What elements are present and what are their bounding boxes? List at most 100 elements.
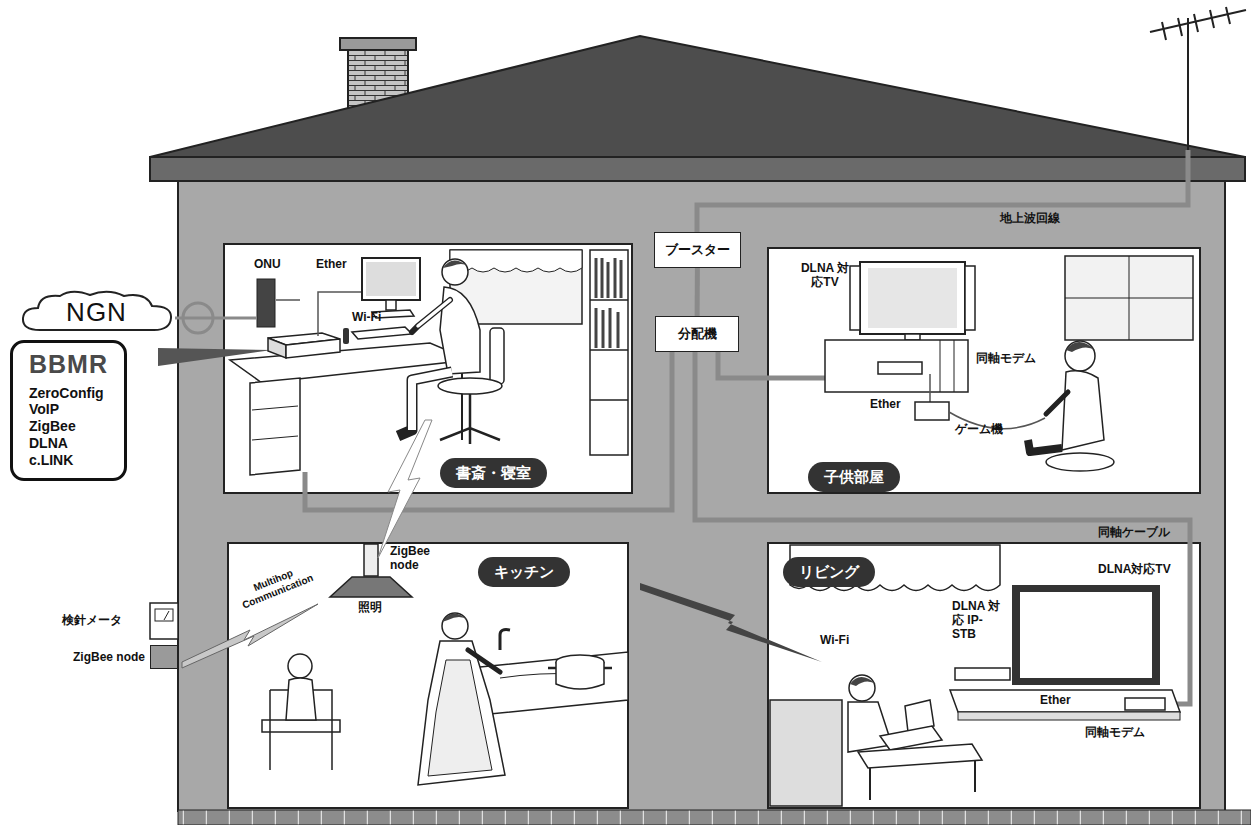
cables <box>183 303 213 333</box>
person-at-desk <box>398 259 504 444</box>
roof <box>150 157 1245 181</box>
device-label: Wi-Fi <box>820 634 849 648</box>
lamp <box>364 544 378 576</box>
antenna <box>1150 7 1246 150</box>
house-wall <box>178 181 1225 811</box>
device-label: Wi-Fi <box>352 311 381 325</box>
roof <box>150 36 1245 157</box>
child-room-furniture <box>915 402 949 420</box>
device-label: 同軸モデム <box>976 352 1036 366</box>
meter <box>164 611 169 620</box>
kitchen-scene <box>442 613 468 622</box>
living-scene <box>770 545 1180 806</box>
person-at-desk <box>418 300 450 326</box>
child-with-controller <box>1046 453 1114 471</box>
child-room-furniture <box>860 262 965 334</box>
child-room-furniture <box>905 334 920 340</box>
computer <box>276 258 420 344</box>
onu-device <box>257 279 275 327</box>
child-room-furniture <box>850 266 860 330</box>
device-label: 地上波回線 <box>1000 212 1060 226</box>
room-label: リビング <box>783 557 875 587</box>
kitchen-scene <box>262 613 628 785</box>
device-label: DLNA対応TV <box>1098 563 1171 577</box>
child-room-furniture <box>940 340 954 392</box>
room-label: 書斎・寝室 <box>440 458 547 488</box>
wireless-bolts <box>182 420 822 668</box>
kitchen-scene <box>470 652 628 714</box>
device-label: 検針メータ <box>62 614 122 628</box>
living-scene <box>770 700 842 806</box>
person-at-desk <box>490 328 504 384</box>
device-label: DLNA 対応TV <box>800 262 850 290</box>
cloud-outline <box>23 292 171 330</box>
child-room-furniture <box>1065 256 1193 340</box>
person-at-desk <box>440 394 500 444</box>
person-at-desk <box>438 378 502 394</box>
computer <box>362 258 420 300</box>
rooms <box>768 248 1200 493</box>
person-at-desk <box>442 259 468 285</box>
antenna <box>1162 7 1230 40</box>
device-label: ONU <box>254 258 281 272</box>
living-scene <box>870 760 975 800</box>
lamp <box>330 577 412 597</box>
living-scene <box>1012 585 1160 685</box>
router-callout: BBMRZeroConfig VoIP ZigBee DLNA c.LINK <box>10 340 127 481</box>
child-room-furniture <box>825 340 968 392</box>
node-title: 書斎・寝室 <box>456 463 531 483</box>
person-at-desk <box>443 260 468 268</box>
cables <box>695 351 1190 704</box>
cables <box>697 150 1188 232</box>
living-scene <box>858 744 982 768</box>
room-label: 子供部屋 <box>808 462 900 492</box>
wireless-bolts <box>640 583 822 662</box>
node-title: リビング <box>799 562 859 582</box>
rooms <box>768 543 1200 808</box>
living-scene <box>955 668 1010 680</box>
meter <box>150 603 178 639</box>
child-room-furniture <box>825 256 1193 429</box>
child-with-controller <box>1065 341 1095 371</box>
rooms <box>224 244 632 493</box>
kitchen-scene <box>556 662 604 689</box>
kitchen-scene <box>286 678 316 720</box>
rooms <box>228 543 628 808</box>
room-label: キッチン <box>478 557 570 587</box>
child-room-furniture <box>1065 256 1193 340</box>
child-room-furniture <box>965 266 975 330</box>
child-with-controller <box>1028 341 1114 471</box>
device-label: Ether <box>316 258 347 272</box>
living-scene <box>958 712 1180 720</box>
wireless-bolts <box>182 604 318 668</box>
roof <box>150 36 1245 181</box>
device-label: DLNA 対応 IP-STB <box>952 600 1002 641</box>
router-device <box>158 333 340 366</box>
living-scene <box>950 690 1180 712</box>
child-room-furniture <box>878 362 922 374</box>
child-with-controller <box>1046 392 1068 414</box>
router-device <box>286 339 340 358</box>
person-at-desk <box>412 300 450 332</box>
node-title: 分配機 <box>666 325 728 343</box>
computer <box>343 328 349 344</box>
antenna <box>1187 18 1189 150</box>
device-label: 同軸ケーブル <box>1098 526 1170 540</box>
cables <box>175 150 1190 704</box>
onu-device <box>257 279 275 327</box>
kitchen-scene <box>288 654 312 678</box>
study-furniture <box>590 250 628 455</box>
coax-connector <box>695 268 700 316</box>
child-with-controller <box>1066 342 1095 352</box>
kitchen-scene <box>428 660 492 776</box>
splitter-box: 分配機 <box>655 316 739 352</box>
cables <box>305 351 672 510</box>
kitchen-scene <box>442 613 468 639</box>
node-title: 子供部屋 <box>824 467 884 487</box>
rooms <box>224 244 1200 808</box>
device-label: ゲーム機 <box>955 423 1003 437</box>
study-furniture <box>250 378 300 475</box>
computer <box>386 300 396 310</box>
living-scene <box>849 675 875 701</box>
